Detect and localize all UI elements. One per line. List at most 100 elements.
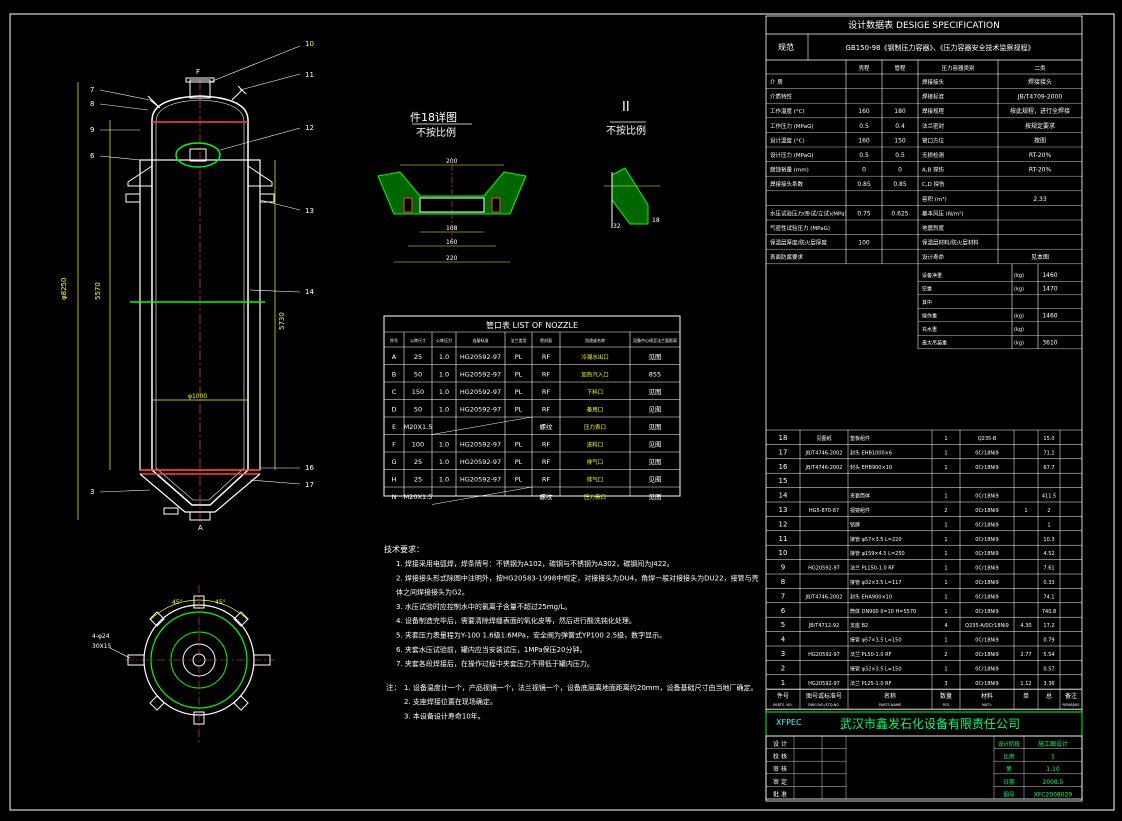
plan-support [193,711,205,725]
parts-cell: 接管 φ32×3.5 L=150 [850,665,902,672]
note-item: 1. 设备温度计一个，产品视镜一个，法兰视镜一个，设备底层离地面距离约20mm，… [404,683,757,692]
callout-number: 12 [305,124,314,132]
weight-value: 1470 [1042,285,1057,292]
weight-value: 3610 [1042,339,1057,346]
spec-row-label: 管口方位 [922,136,945,144]
spec-col-header: 压力容器类别 [941,64,974,72]
top-left-nozzle [147,95,161,109]
parts-header-en: MAT'L [982,703,992,707]
nozzle-cell: 螺纹 [540,422,554,431]
vessel-shell-inner [155,99,245,501]
plan-leader [109,647,131,659]
parts-cell: JB/T4746-2002 [805,450,843,456]
parts-header: 材料 [981,692,993,700]
spec-row-label: 工作温度 (°C) [770,107,805,115]
spec-row-value: 焊接接头 [1028,78,1052,86]
parts-cell: JB/T4712-92 [808,623,840,629]
table-rule [431,416,533,435]
detail-dims [394,164,510,263]
plan-nozzle [233,611,249,627]
nozzle-cell: PL [515,371,523,379]
parts-cell: 15 [779,477,788,485]
spec-row-label: 设计压力 (MPaG) [770,151,814,159]
parts-cell: 接管 φ57×3.5 L=220 [850,536,902,543]
detail-scale: 不按比例 [416,126,456,139]
spec-row-label: 水压试验压力(卧试/立试)(MPa) [770,209,847,217]
vessel-elevation: φ8250 5570 5730 φ1000 10 11 12 13 14 16 … [60,40,314,532]
spec-title: 设计数据表 DESIGE SPECIFICATION [848,19,1000,31]
info-value: 2008.5 [1043,779,1064,786]
parts-header: 单 [1023,692,1029,700]
sight-glass-core [189,148,207,162]
parts-cell: 0.57 [1043,666,1054,672]
parts-cell: HG20592-97 [808,566,840,572]
nozzle-cell: 1.0 [439,371,449,379]
callout-number: 10 [305,40,314,48]
dim-value: 200 [446,158,458,165]
parts-cell: 9 [781,564,785,572]
nozzle-cell: HG20592-97 [460,353,501,361]
nozzle-cell: 加热汽入口 [581,371,609,379]
nozzle-cell: A [392,353,397,361]
weight-unit: (kg) [1014,273,1024,279]
parts-cell: 67.7 [1043,465,1054,471]
nozzle-cell: 见图 [649,388,662,396]
parts-cell: 0Cr18Ni9 [975,551,998,557]
spec-norm-value: GB150-98《钢制压力容器》、《压力容器安全技术监察规程》 [845,43,1034,52]
parts-cell: 0Cr18Ni9 [975,594,998,600]
parts-cell: 8 [781,578,785,586]
nozzle-cell: 见图 [649,353,662,361]
dim-label: 5570 [94,282,102,300]
plan-hole-label: 30X15 [92,643,112,650]
spec-row-label: 容积 (m³) [922,195,947,203]
dim-label: 5730 [278,312,286,330]
parts-cell: 16 [779,463,788,471]
signature-role: 设 计 [773,740,787,748]
nozzle-cell: 下料口 [587,388,604,396]
parts-header-en: PARTS.NAME [879,703,901,707]
parts-cell: 7 [781,592,785,600]
parts-cell: 1 [944,594,947,600]
nozzle-cell: 150 [412,388,424,396]
parts-cell: 6 [781,607,786,615]
note-item: 2. 支座焊接位置在现场确定。 [404,697,497,706]
tech-req-item: 4. 设备制造完毕后，需要清除焊缝表面的氧化皮等，然后进行酸洗钝化处理。 [396,616,636,625]
weight-value: 1460 [1042,312,1057,319]
signature-role: 审 定 [773,778,787,786]
parts-cell: 1 [944,666,947,672]
nozzle-cell: RF [542,458,551,466]
nozzle-cell: 备用口 [587,406,604,414]
nozzle-header: 符号 [390,337,398,343]
spec-row-value: 0.85 [893,181,907,188]
nozzle-cell: PL [515,476,523,484]
parts-cell: 17.2 [1043,623,1054,629]
nozzle-cell: RF [542,388,551,396]
parts-cell: 14 [779,492,788,500]
callout-number: 11 [305,71,314,79]
callout-number: 16 [305,464,314,472]
parts-cell: 15.0 [1043,436,1054,442]
parts-cell: 0Cr18Ni9 [975,681,998,687]
sheet-inner-frame [765,15,1083,802]
plan-hole-label: 4-φ24 [92,633,110,640]
nozzle-cell: RF [542,441,551,449]
table-rule [431,486,533,505]
parts-header: 数量 [940,692,952,700]
nozzle-cell: RF [542,371,551,379]
parts-cell: 3.36 [1043,681,1054,687]
nozzle-cell: D [391,406,396,414]
parts-cell: 1 [944,551,947,557]
nozzle-cell: H [392,476,397,484]
parts-cell: Q235-A/0Cr18Ni9 [965,623,1009,629]
nozzle-cell: 见图 [649,476,662,484]
nozzle-cell: 25 [414,476,422,484]
parts-cell: 740.8 [1042,609,1056,615]
nozzle-cell: 1.0 [439,441,449,449]
spec-row-label: 气密性试验压力 (MPaG) [770,224,830,232]
top-right-nozzle [231,85,247,101]
parts-cell: 1 [944,537,947,543]
parts-cell: 1 [944,494,947,500]
parts-header-en: DWG.NO./STD.NO. [808,703,840,707]
parts-cell: 接管 φ32×3.5 L=117 [850,579,902,586]
